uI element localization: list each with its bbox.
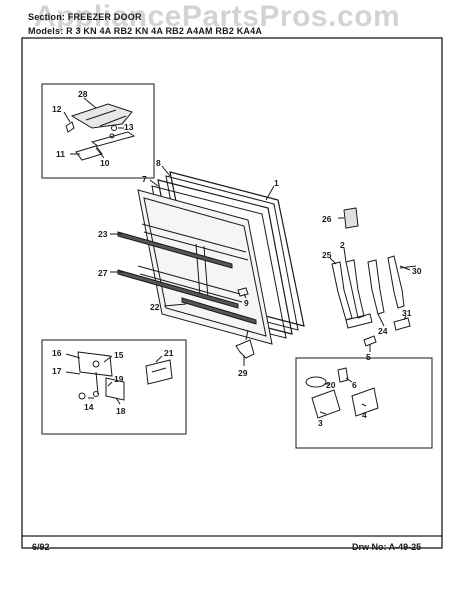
callout-6: 6 bbox=[352, 380, 357, 390]
callout-22: 22 bbox=[150, 302, 160, 312]
callout-16: 16 bbox=[52, 348, 62, 358]
callout-19: 19 bbox=[114, 374, 124, 384]
callout-4: 4 bbox=[362, 410, 367, 420]
callout-17: 17 bbox=[52, 366, 62, 376]
callout-25: 25 bbox=[322, 250, 332, 260]
callout-12: 12 bbox=[52, 104, 62, 114]
handle-base bbox=[90, 131, 136, 147]
callout-18: 18 bbox=[116, 406, 126, 416]
callout-26: 26 bbox=[322, 214, 332, 224]
callout-7: 7 bbox=[142, 174, 147, 184]
shelf-bar-23 bbox=[117, 231, 233, 269]
callout-28: 28 bbox=[78, 89, 88, 99]
handle-30 bbox=[387, 255, 405, 309]
bracket-26 bbox=[343, 207, 359, 229]
bracket-9 bbox=[237, 287, 249, 297]
callout-2: 2 bbox=[340, 240, 345, 250]
callout-11: 11 bbox=[56, 149, 65, 159]
callout-20: 20 bbox=[326, 380, 336, 390]
callout-30: 30 bbox=[412, 266, 422, 276]
model-list: Models: R 3 KN 4A RB2 KN 4A RB2 A4AM RB2… bbox=[28, 26, 263, 36]
hinge-18 bbox=[105, 377, 125, 401]
section-title: Section: FREEZER DOOR bbox=[28, 12, 142, 22]
callout-24: 24 bbox=[378, 326, 388, 336]
callout-15: 15 bbox=[114, 350, 124, 360]
callout-27: 27 bbox=[98, 268, 108, 278]
handle-kit-box bbox=[41, 83, 155, 179]
callout-31: 31 bbox=[402, 308, 412, 318]
clip-31 bbox=[393, 317, 411, 331]
bracket-3 bbox=[311, 389, 341, 419]
drawing-number: Drw No: A-49-25 bbox=[352, 542, 422, 552]
revision-date: 6/92 bbox=[32, 542, 50, 552]
callout-23: 23 bbox=[98, 229, 108, 239]
shelf-bar-22 bbox=[181, 297, 257, 325]
bracket-4 bbox=[351, 387, 379, 417]
shelf-bar-27 bbox=[117, 269, 239, 309]
callout-29: 29 bbox=[238, 368, 248, 378]
hinge-plate bbox=[345, 313, 373, 329]
cover-21 bbox=[145, 359, 173, 385]
hinge-strap-24 bbox=[367, 259, 385, 315]
hinge-kit-box bbox=[41, 339, 187, 435]
handle-part bbox=[70, 103, 133, 129]
callout-9: 9 bbox=[244, 298, 249, 308]
hinge-16 bbox=[77, 351, 113, 377]
clip-part bbox=[65, 121, 75, 133]
callout-3: 3 bbox=[318, 418, 323, 428]
callout-5: 5 bbox=[366, 352, 371, 362]
callout-10: 10 bbox=[100, 158, 110, 168]
cam-6 bbox=[337, 367, 349, 383]
callout-1: 1 bbox=[274, 178, 279, 188]
callout-13: 13 bbox=[124, 122, 134, 132]
callout-8: 8 bbox=[156, 158, 161, 168]
hinge-strap-2 bbox=[345, 259, 365, 319]
callout-21: 21 bbox=[164, 348, 174, 358]
screw-5 bbox=[363, 335, 377, 347]
callout-14: 14 bbox=[84, 402, 94, 412]
hinge-bracket-29 bbox=[235, 339, 255, 359]
bottom-parts-box bbox=[295, 357, 433, 449]
plate-part bbox=[75, 145, 103, 161]
hinge-strap-25 bbox=[331, 261, 353, 321]
